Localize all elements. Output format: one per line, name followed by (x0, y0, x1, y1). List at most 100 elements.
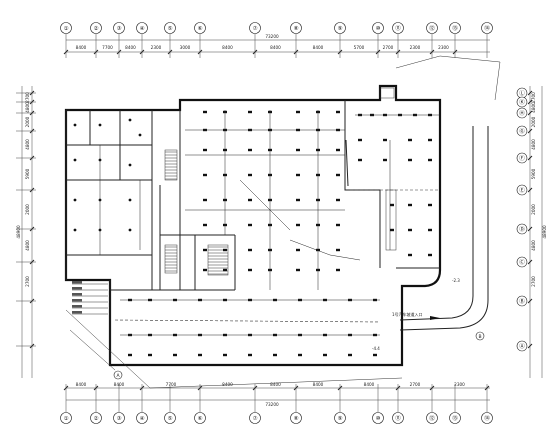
grid-axis-bubble-icon (113, 412, 125, 424)
entrance-arrow-icon (430, 316, 440, 320)
grid-axis-bubble-icon (449, 22, 461, 34)
dim-value: 8400 (270, 382, 281, 387)
light-fixture-icon (428, 203, 432, 207)
grid-axis-label: ⑤ (168, 416, 173, 422)
stair-hatch (165, 151, 228, 275)
grid-axis-bubble-icon (194, 412, 206, 424)
light-fixture-icon (248, 148, 252, 152)
grid-axis-label: ⑩ (376, 25, 381, 32)
grid-axis-label: ⑪ (395, 414, 401, 422)
dim-value: 2300 (410, 45, 421, 50)
dim-tick (527, 226, 533, 232)
grid-axis-label: Ⓛ (519, 89, 525, 97)
top-total-dim: 73200 (265, 34, 279, 39)
light-fixture-icon (223, 248, 227, 252)
dim-tick (527, 128, 533, 134)
light-fixture-icon (248, 353, 252, 357)
grid-axis-bubble-icon (481, 412, 493, 424)
light-fixture-icon (128, 353, 132, 357)
light-fixture-icon (336, 173, 340, 177)
grid-axis-label: ⑫ (429, 24, 435, 32)
light-fixture-icon (428, 253, 432, 257)
grid-axis-bubble-icon (249, 22, 261, 34)
light-fixture-icon (296, 173, 300, 177)
dim-value: 5900 (531, 168, 536, 179)
dim-value: 2700 (410, 382, 421, 387)
building-outline (64, 55, 501, 389)
light-fixture-icon (383, 138, 387, 142)
light-fixture-icon (223, 353, 227, 357)
grid-axis-bubble-icon (113, 22, 125, 34)
marker-a-icon (113, 370, 123, 380)
dim-value: 2700 (25, 92, 30, 103)
light-fixture-icon (408, 158, 412, 162)
light-fixture-icon (348, 353, 352, 357)
light-fixture-icon (296, 268, 300, 272)
grid-axis-bubble-icon (136, 412, 148, 424)
light-fixture-icon (336, 268, 340, 272)
dim-value: 4800 (25, 139, 30, 150)
dim-value: 5900 (25, 168, 30, 179)
light-fixture-icon (203, 110, 207, 114)
light-fixture-icon (203, 223, 207, 227)
grid-axis-bubble-icon (426, 412, 438, 424)
dim-value: 2700 (25, 276, 30, 287)
dim-value: 8400 (125, 45, 136, 50)
grid-axis-label: Ⓗ (519, 109, 525, 117)
device-icon (98, 123, 102, 127)
wire-run (289, 239, 361, 261)
light-fixture-icon (390, 228, 394, 232)
light-fixture-icon (296, 110, 300, 114)
wiring-runs (99, 110, 440, 336)
grid-axis-label: ⑧ (294, 416, 299, 422)
dim-value: 4800 (531, 240, 536, 251)
light-fixture-icon (203, 148, 207, 152)
device-icon (73, 123, 77, 127)
dim-tick (527, 155, 533, 161)
dim-value: 7700 (102, 45, 113, 50)
light-fixture-icon (358, 138, 362, 142)
marker-a-label: A (116, 373, 120, 379)
schedule-row-mark (72, 293, 82, 296)
grid-axis-label: ② (94, 415, 99, 422)
light-fixture-icon (223, 268, 227, 272)
light-fixture-icon (248, 268, 252, 272)
light-fixture-icon (298, 353, 302, 357)
grid-axis-label: Ⓐ (519, 342, 525, 350)
light-fixture-icon (408, 228, 412, 232)
grid-axis-label: ① (64, 26, 69, 32)
grid-axis-bubble-icon (516, 256, 528, 268)
dim-value: 8400 (364, 382, 375, 387)
grid-axis-bubble-icon (426, 22, 438, 34)
left-total-dim: 48900 (16, 225, 21, 239)
schedule-row-mark (72, 299, 82, 302)
dim-tick (527, 298, 533, 304)
dim-tick (527, 343, 533, 349)
grid-axis-label: Ⓔ (519, 186, 525, 194)
light-fixture-icon (408, 253, 412, 257)
grid-axis-label: ⑫ (429, 414, 435, 422)
grid-axis-bubble-icon (392, 412, 404, 424)
grid-axis-bubble-icon (164, 22, 176, 34)
grid-axis-label: Ⓒ (519, 258, 525, 266)
grid-axis-bubble-icon (60, 412, 72, 424)
light-fixture-icon (336, 148, 340, 152)
light-fixture-icon (248, 173, 252, 177)
grid-axis-label: Ⓚ (519, 98, 525, 106)
dim-value: 4800 (531, 139, 536, 150)
panel-schedule (72, 281, 108, 315)
grid-axis-label: Ⓖ (519, 127, 525, 135)
grid-axis-bubble-icon (449, 412, 461, 424)
grid-axis-bubble-icon (516, 223, 528, 235)
entrance-label: 1号汽车坡道入口 (392, 311, 423, 317)
schedule-row-mark (72, 281, 82, 284)
grid-axis-bubble-icon (90, 412, 102, 424)
light-fixture-icon (383, 158, 387, 162)
light-fixture-icon (148, 353, 152, 357)
dim-value: 2300 (151, 45, 162, 50)
light-fixture-icon (296, 198, 300, 202)
grid-axis-label: ⑨ (338, 415, 343, 422)
